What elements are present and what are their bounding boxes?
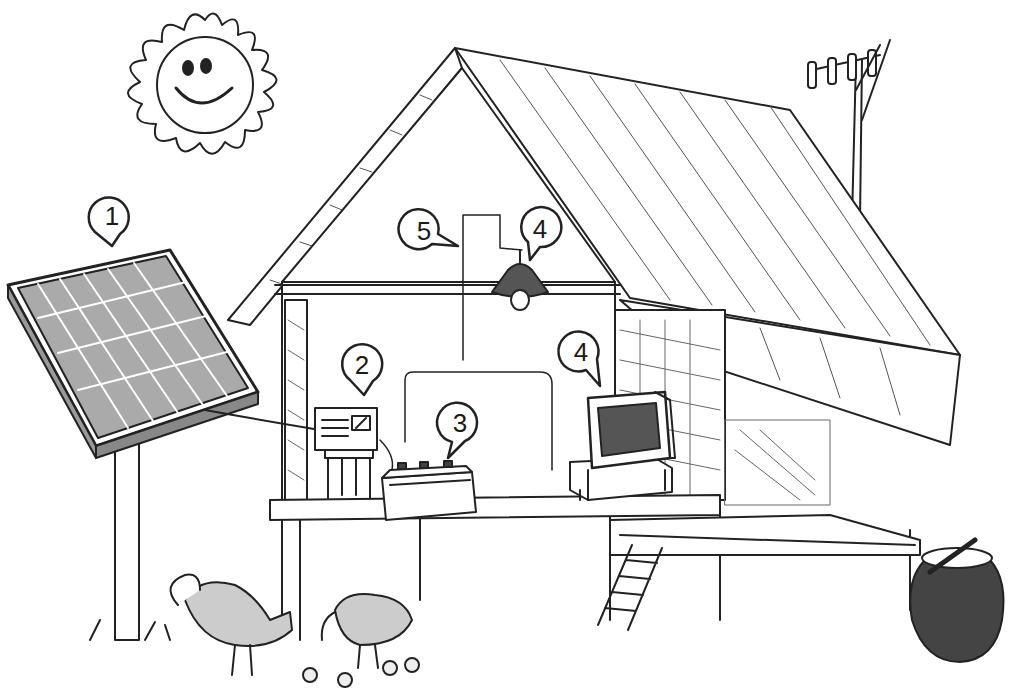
chickens: [383, 661, 397, 675]
television: [580, 470, 665, 500]
callout-bubbles: [558, 331, 600, 386]
battery: [382, 461, 476, 520]
battery: [444, 461, 452, 467]
house: [610, 515, 920, 555]
antenna: [856, 40, 890, 120]
sun: [176, 88, 232, 103]
solar-panel: [38, 282, 227, 390]
solar-panel: [8, 250, 320, 640]
wiring: [380, 440, 393, 470]
solar-panel: [90, 620, 170, 640]
chickens: [358, 645, 378, 668]
antenna: [828, 58, 836, 84]
antenna: [808, 62, 816, 88]
callout-bubbles: [89, 197, 600, 458]
callout-number: 3: [440, 407, 480, 439]
solar-panel: [38, 263, 227, 428]
battery: [390, 480, 470, 485]
solar-panel: [115, 430, 139, 640]
antenna: [852, 60, 862, 220]
house: [285, 300, 307, 500]
sun: [128, 14, 277, 154]
house: [228, 48, 960, 640]
callout-number: 4: [561, 336, 601, 368]
chickens: [338, 673, 352, 687]
battery: [420, 462, 428, 468]
charge-controller: [352, 416, 370, 430]
television: [655, 392, 675, 458]
chickens: [303, 668, 317, 682]
chickens: [335, 594, 412, 645]
wiring: [405, 372, 552, 470]
water-jar: [910, 540, 1003, 662]
antenna: [848, 54, 856, 80]
solar-panel: [205, 410, 320, 430]
house: [282, 282, 615, 502]
television: [598, 403, 660, 456]
lamp: [519, 250, 521, 265]
lamp: [511, 290, 529, 310]
lamp: [492, 250, 548, 310]
chickens: [185, 582, 292, 646]
house: [700, 318, 900, 415]
water-jar: [910, 560, 1003, 662]
chickens: [232, 645, 252, 675]
callout-number: 1: [92, 200, 132, 232]
solar-panel: [38, 263, 227, 428]
callout-number: 4: [520, 213, 560, 245]
house: [598, 545, 662, 630]
house: [275, 285, 620, 294]
house: [270, 495, 720, 520]
charge-controller: [325, 450, 373, 458]
house: [620, 535, 915, 545]
water-jar: [930, 540, 975, 572]
house: [700, 318, 900, 415]
sun: [128, 14, 277, 154]
house: [288, 320, 304, 480]
callout-bubbles: [342, 344, 382, 395]
television: [570, 392, 675, 500]
callout-number: 5: [404, 215, 444, 247]
house: [282, 282, 910, 640]
charge-controller: [322, 420, 348, 436]
charge-controller: [328, 458, 370, 498]
callout-number: 2: [342, 349, 382, 381]
sun: [201, 59, 211, 73]
callout-bubbles: [399, 209, 458, 249]
house: [282, 68, 615, 282]
television: [588, 392, 670, 468]
sun: [157, 37, 253, 133]
battery: [382, 472, 476, 520]
chickens: [322, 612, 335, 640]
chickens: [170, 575, 419, 687]
house: [725, 420, 830, 505]
charge-controller: [356, 418, 366, 428]
battery: [398, 463, 406, 469]
chickens: [405, 658, 419, 672]
charge-controller: [315, 408, 377, 450]
chickens: [170, 575, 200, 605]
house: [288, 320, 830, 505]
sun: [183, 61, 193, 75]
wiring: [380, 215, 552, 470]
charge-controller: [315, 408, 377, 498]
